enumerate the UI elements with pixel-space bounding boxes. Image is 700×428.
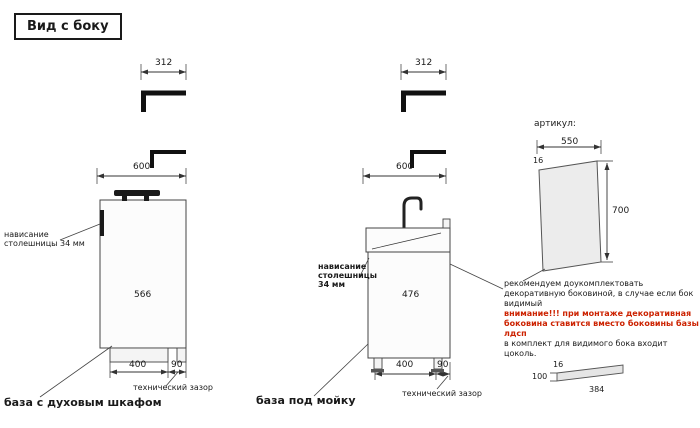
middle-drawing xyxy=(313,64,504,397)
left-plinth xyxy=(109,347,169,363)
left-tech-gap-label: технический зазор xyxy=(133,383,213,392)
note-warning-text: внимание!!! при монтаже декоративная бок… xyxy=(504,309,699,338)
plinth-dim-16: 16 xyxy=(553,360,564,369)
sink-bowl-line xyxy=(371,232,442,250)
left-drawing xyxy=(39,64,187,398)
middle-front-leg xyxy=(373,357,383,370)
middle-dim-90: 90 xyxy=(437,360,449,370)
decorative-side-panel xyxy=(538,160,602,272)
left-dim-566: 566 xyxy=(132,290,154,301)
middle-dim-476: 476 xyxy=(400,290,422,301)
left-control-strip xyxy=(100,210,104,236)
middle-dim-400: 400 xyxy=(396,360,414,370)
left-dim-400: 400 xyxy=(129,360,147,370)
panel-dim-700: 700 xyxy=(612,206,630,216)
oven-handle-icon xyxy=(114,190,160,196)
left-caption: база с духовым шкафом xyxy=(4,396,162,409)
left-dim-600: 600 xyxy=(133,162,151,172)
middle-overhang-label: нависание столешницы 34 мм xyxy=(318,262,377,290)
left-cabinet-body xyxy=(99,199,187,349)
middle-dim-312: 312 xyxy=(415,58,433,68)
plinth-dim-100: 100 xyxy=(532,372,548,381)
page-title: Вид с боку xyxy=(14,13,122,40)
sink-countertop xyxy=(365,227,451,253)
left-rear-leg xyxy=(176,347,187,363)
middle-tech-gap-label: технический зазор xyxy=(402,389,482,398)
recommendation-note: рекомендуем доукомплектовать декоративну… xyxy=(504,279,700,359)
articul-label: артикул: xyxy=(534,119,576,129)
faucet-icon xyxy=(402,196,423,230)
middle-caption: база под мойку xyxy=(256,394,356,407)
note-text-1: рекомендуем доукомплектовать декоративну… xyxy=(504,279,694,308)
backsplash-edge xyxy=(442,218,451,229)
left-overhang-label: нависание столешницы 34 мм xyxy=(4,230,85,249)
panel-dim-550: 550 xyxy=(561,137,579,147)
plinth-dim-384: 384 xyxy=(589,385,605,394)
plinth-strip xyxy=(556,364,624,382)
right-drawing xyxy=(522,140,624,382)
middle-dim-600: 600 xyxy=(396,162,414,172)
panel-dim-16: 16 xyxy=(533,156,544,165)
left-dim-312: 312 xyxy=(155,58,173,68)
note-text-2: в комплект для видимого бока входит цоко… xyxy=(504,339,668,358)
left-dim-90: 90 xyxy=(171,360,183,370)
middle-cabinet-body xyxy=(367,251,451,359)
